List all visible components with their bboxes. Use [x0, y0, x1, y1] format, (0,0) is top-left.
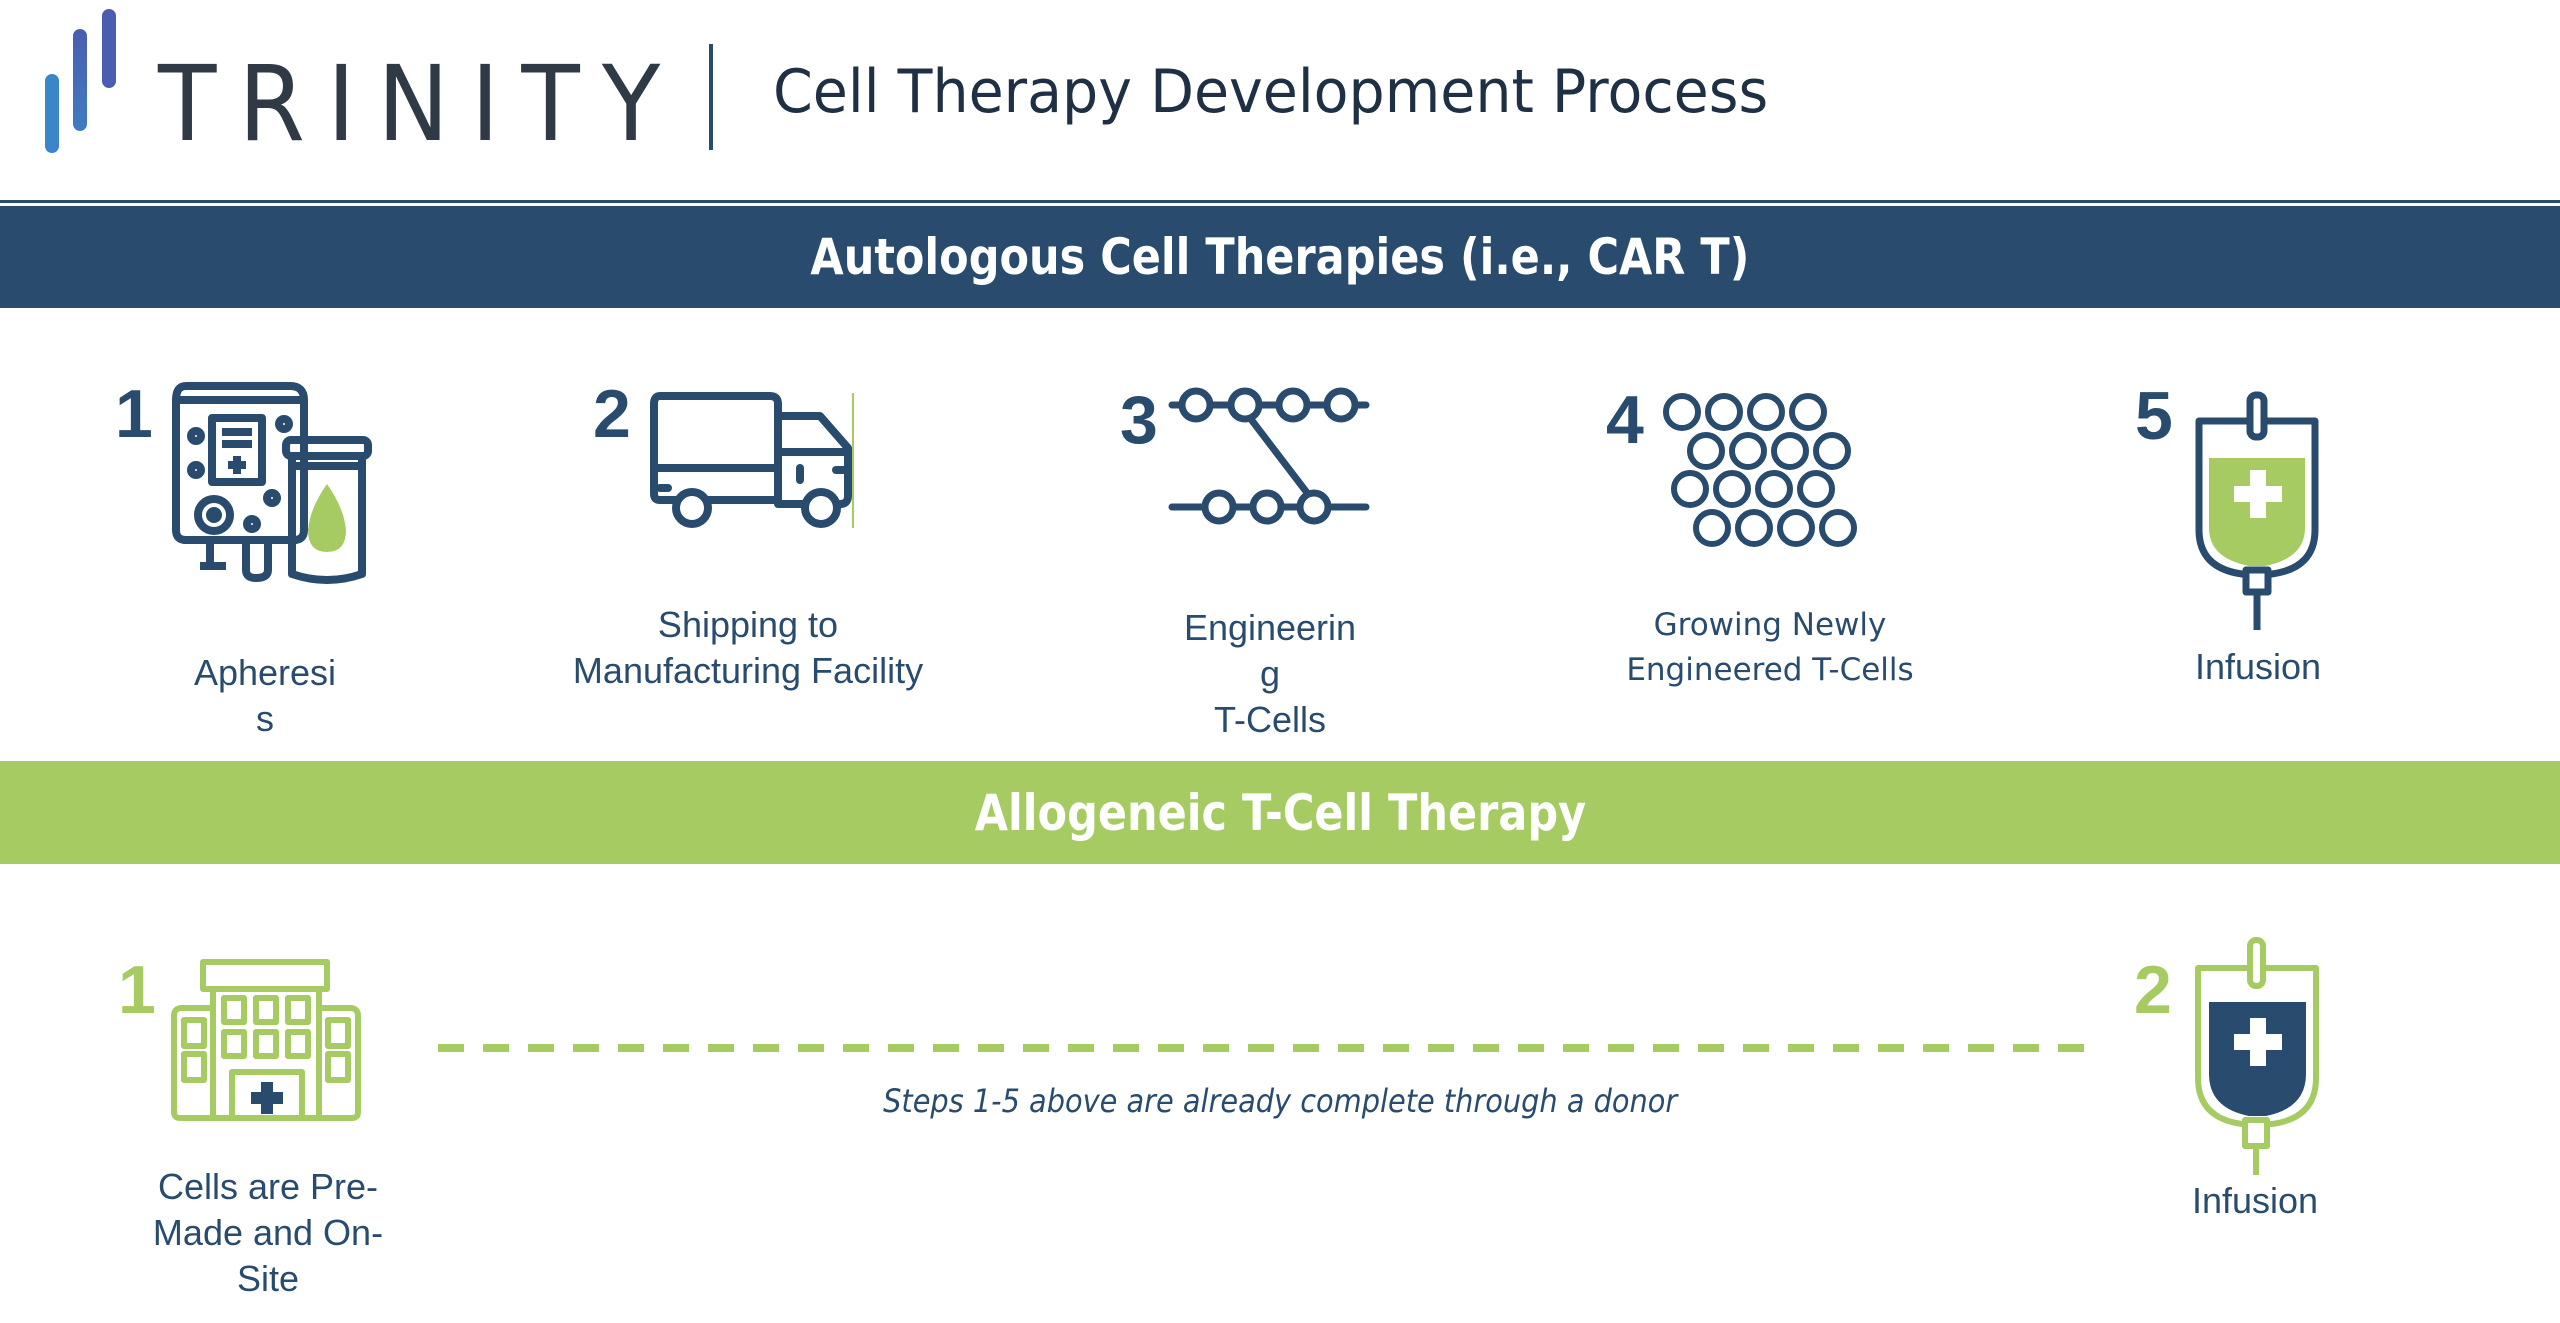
- step-label: Infusion: [2191, 1180, 2319, 1221]
- step-label: Infusion: [2194, 646, 2322, 687]
- dashed-connector: [438, 1044, 2100, 1052]
- step-number: 1: [118, 952, 156, 1028]
- logo-bar-icon: [45, 74, 59, 153]
- step-label: Cells are Pre- Made and On- Site: [152, 1166, 384, 1299]
- donor-note-text: Steps 1-5 above are already complete thr…: [882, 1082, 1678, 1120]
- step-label: Shipping to Manufacturing Facility: [572, 604, 924, 691]
- step-number: 2: [2134, 952, 2172, 1028]
- page-title: Cell Therapy Development Process: [773, 57, 1769, 127]
- step-number: 1: [115, 376, 153, 452]
- iv-bag-icon: [2195, 391, 2319, 630]
- allogeneic-heading: Allogeneic T-Cell Therapy: [974, 783, 1586, 842]
- step-number: 4: [1606, 382, 1644, 458]
- cell-cluster-icon: [1663, 393, 1857, 547]
- hospital-icon: [171, 959, 361, 1121]
- logo-bar-icon: [73, 29, 87, 131]
- autologous-heading: Autologous Cell Therapies (i.e., CAR T): [810, 228, 1750, 286]
- iv-bag-icon: [2195, 937, 2319, 1175]
- apheresis-machine-icon: [172, 382, 372, 584]
- allogeneic-heading-band: Allogeneic T-Cell Therapy: [0, 761, 2560, 864]
- delivery-truck-icon: [650, 392, 854, 528]
- gene-editing-icon: [1168, 387, 1370, 525]
- step-label: Apheresi s: [193, 652, 337, 739]
- donor-note: Steps 1-5 above are already complete thr…: [0, 1080, 2560, 1122]
- header-rule: [0, 200, 2560, 203]
- step-label: Engineerin g T-Cells: [1183, 607, 1357, 740]
- step-number: 3: [1120, 382, 1158, 458]
- step-number: 5: [2135, 378, 2173, 454]
- step-label: Growing Newly Engineered T-Cells: [1626, 607, 1914, 688]
- logo-bar-icon: [102, 9, 116, 88]
- header-divider: [709, 44, 713, 150]
- brand-wordmark: TRINITY: [158, 43, 683, 165]
- autologous-heading-band: Autologous Cell Therapies (i.e., CAR T): [0, 206, 2560, 308]
- step-number: 2: [593, 376, 631, 452]
